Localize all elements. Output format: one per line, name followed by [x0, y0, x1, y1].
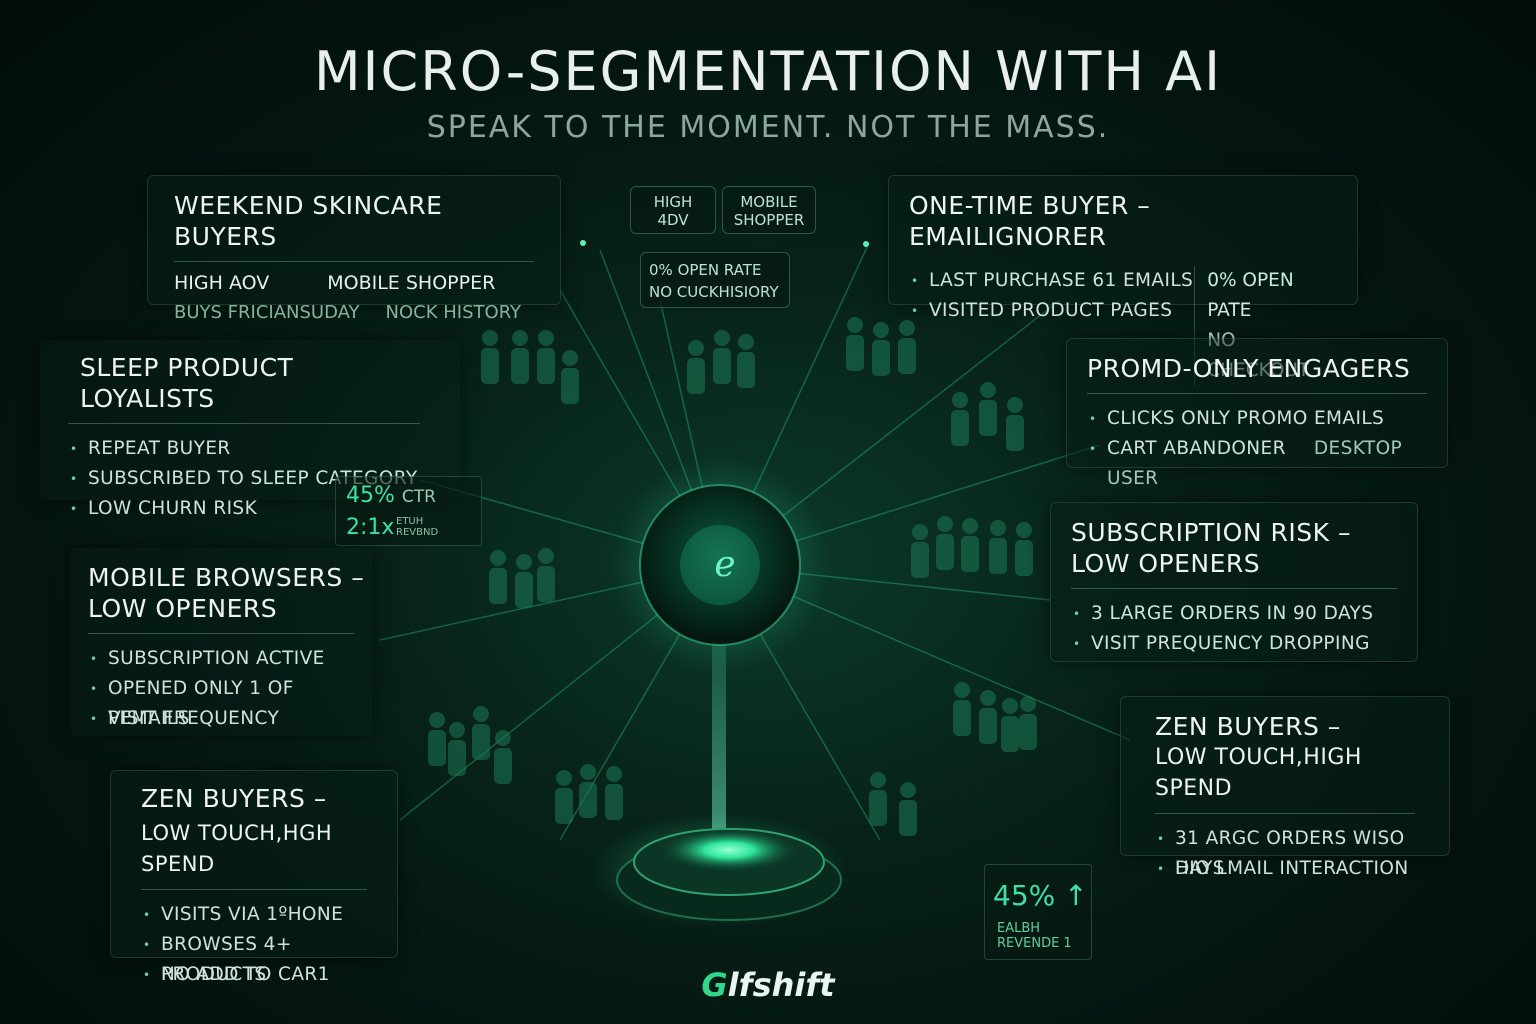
divider: [88, 633, 354, 634]
stat-ctr: 45% CTR 2:1x ETUH REVBND: [335, 476, 482, 546]
segment-title-2: LOW TOUCH,HIGH SPEND: [1155, 745, 1362, 801]
tag-high-aov-label: HIGH 4DV: [653, 193, 693, 229]
segment-list: REPEAT BUYER SUBSCRIBED TO SLEEP CATEGOR…: [68, 434, 420, 524]
stat-small-2: REVBND: [396, 527, 439, 538]
stat-small-2: REVENDE 1: [997, 936, 1072, 951]
list-item: LAST PURCHASE 61 EMAILS: [909, 266, 1194, 296]
e-logo-icon: ℯ: [714, 544, 736, 585]
segment-title: PROMD-ONLY ENGAGERS: [1087, 354, 1411, 383]
segment-title: ONE-TIME BUYER – EMAILIGNORER: [909, 191, 1151, 251]
stat-small: EALBH REVENDE 1: [997, 921, 1072, 951]
divider: [68, 423, 420, 424]
stat-revenue: 45% ↑ EALBH REVENDE 1: [984, 864, 1092, 960]
segment-attr: MOBILE SHOPPER: [327, 272, 496, 294]
segment-title-1: ZEN BUYERS –: [1155, 712, 1341, 741]
brand-logo: Glfshift: [0, 966, 1536, 1004]
tag-high-aov: HIGH 4DV: [630, 186, 716, 234]
list-item: LOW CHURN RISK: [68, 494, 420, 524]
segment-list: SUBSCRIPTION ACTIVE OPENED ONLY 1 OF PEM…: [88, 644, 354, 734]
tag-no-click-label: NO CUCKHISIORY: [649, 283, 779, 301]
stat-small-1: EALBH: [997, 921, 1041, 936]
segment-card-zen-left[interactable]: ZEN BUYERS – LOW TOUCH,HGH SPEND VISITS …: [110, 770, 398, 990]
segment-row: BUYS FRICIANSUDAY NOCK HISTORY: [174, 302, 534, 323]
list-item: HIO LMAIL INTERACTION: [1155, 854, 1415, 884]
list-item: SUBSCRIPTION ACTIVE: [88, 644, 354, 674]
list-item: NO ADD TO CAR1: [141, 960, 367, 990]
stat-value: 45%: [346, 483, 395, 508]
logo-mark-icon: G: [701, 966, 728, 1004]
tag-mobile-shopper: MOBILE SHOPPER: [722, 186, 816, 234]
divider: [141, 889, 367, 890]
stat-multiplier: 2:1x: [346, 515, 395, 540]
people-groups: [428, 317, 1037, 836]
list-item: 31 ARGC ORDERS WISO DAYS: [1155, 824, 1415, 879]
stat-value: 45%: [993, 879, 1056, 912]
stat-label: CTR: [401, 487, 436, 507]
arrow-up-icon: ↑: [1064, 879, 1088, 912]
segment-title-1: ZEN BUYERS –: [141, 784, 327, 813]
segment-attr: BUYS FRICIANSUDAY: [174, 302, 360, 323]
stat-ctr-line: 45% CTR: [346, 483, 436, 508]
segment-list: 3 LARGE ORDERS IN 90 DAYS VISIT PREQUENC…: [1071, 599, 1397, 659]
stat-revenue-line: 45% ↑: [993, 879, 1088, 912]
list-item: VISIT PREQUENCY DROPPING: [1071, 629, 1397, 659]
tag-open-rate-label: 0% OPEN RATE: [649, 261, 762, 279]
segment-attr: NOCK HISTORY: [385, 302, 522, 323]
segment-card-weekend[interactable]: WEEKEND SKINCARE BUYERS HIGH AOV MOBILE …: [147, 175, 561, 323]
list-item: SUBSCRIBED TO SLEEP CATEGORY: [68, 464, 420, 494]
segment-list: LAST PURCHASE 61 EMAILS VISITED PRODUCT …: [909, 266, 1196, 386]
logo-text: lfshift: [727, 966, 835, 1004]
segment-list: 31 ARGC ORDERS WISO DAYS HIO LMAIL INTER…: [1155, 824, 1415, 884]
list-item-text: CART ABANDONER: [1107, 438, 1286, 459]
list-item: VISITS VIA 1ºHONE: [141, 900, 367, 930]
divider: [1155, 813, 1415, 814]
list-item: REPEAT BUYER: [68, 434, 420, 464]
page-subtitle: SPEAK TO THE MOMENT. NOT THE MASS.: [426, 110, 1110, 145]
segment-title: SLEEP PRODUCT LOYALISTS: [80, 353, 294, 413]
stat-small-1: ETUH: [396, 516, 424, 527]
list-item: 0% OPEN PATE: [1207, 270, 1294, 321]
segment-body: LAST PURCHASE 61 EMAILS VISITED PRODUCT …: [909, 266, 1337, 386]
list-item: BROWSES 4+ PRODUCTS: [141, 930, 367, 985]
segment-card-mobile[interactable]: MOBILE BROWSERS – LOW OPENERS SUBSCRIPTI…: [70, 548, 372, 736]
divider: [1071, 588, 1397, 589]
page-title: MICRO-SEGMENTATION WITH AI: [313, 40, 1223, 103]
segment-title: MOBILE BROWSERS – LOW OPENERS: [88, 563, 365, 623]
list-item: OPENED ONLY 1 OF PEMAILS: [88, 674, 354, 729]
segment-list: VISITS VIA 1ºHONE BROWSES 4+ PRODUCTS NO…: [141, 900, 367, 990]
segment-title: SUBSCRIPTION RISK – LOW OPENERS: [1071, 518, 1351, 578]
divider: [174, 261, 534, 262]
segment-card-subscription[interactable]: SUBSCRIPTION RISK – LOW OPENERS 3 LARGE …: [1050, 502, 1418, 662]
divider: [1087, 393, 1427, 394]
segment-row: HIGH AOV MOBILE SHOPPER: [174, 272, 534, 294]
segment-card-one-time[interactable]: ONE-TIME BUYER – EMAILIGNORER LAST PURCH…: [888, 175, 1358, 386]
tag-mobile-shopper-label: MOBILE SHOPPER: [733, 193, 805, 229]
segment-attr: HIGH AOV: [174, 272, 270, 294]
segment-card-sleep[interactable]: SLEEP PRODUCT LOYALISTS REPEAT BUYER SUB…: [40, 340, 460, 524]
segment-list: CLICKS ONLY PROMO EMAILS CART ABANDONERD…: [1087, 404, 1427, 489]
segment-title: WEEKEND SKINCARE BUYERS: [174, 191, 443, 251]
segment-card-promo[interactable]: PROMD-ONLY ENGAGERS CLICKS ONLY PROMO EM…: [1066, 338, 1448, 489]
tag-open-rate: 0% OPEN RATE NO CUCKHISIORY: [640, 252, 790, 308]
stat-small: ETUH REVBND: [396, 516, 438, 538]
list-item: 3 LARGE ORDERS IN 90 DAYS: [1071, 599, 1397, 629]
segment-title-2: LOW TOUCH,HGH SPEND: [141, 821, 333, 876]
list-item: CLICKS ONLY PROMO EMAILS: [1087, 404, 1427, 434]
list-item: VISITED PRODUCT PAGES: [909, 296, 1194, 326]
list-item-extra: DESKTOP USER: [1107, 438, 1403, 489]
segment-card-zen-right[interactable]: ZEN BUYERS – LOW TOUCH,HIGH SPEND 31 ARG…: [1120, 696, 1450, 884]
list-item: VISIT FREQUENCY: [88, 704, 354, 734]
